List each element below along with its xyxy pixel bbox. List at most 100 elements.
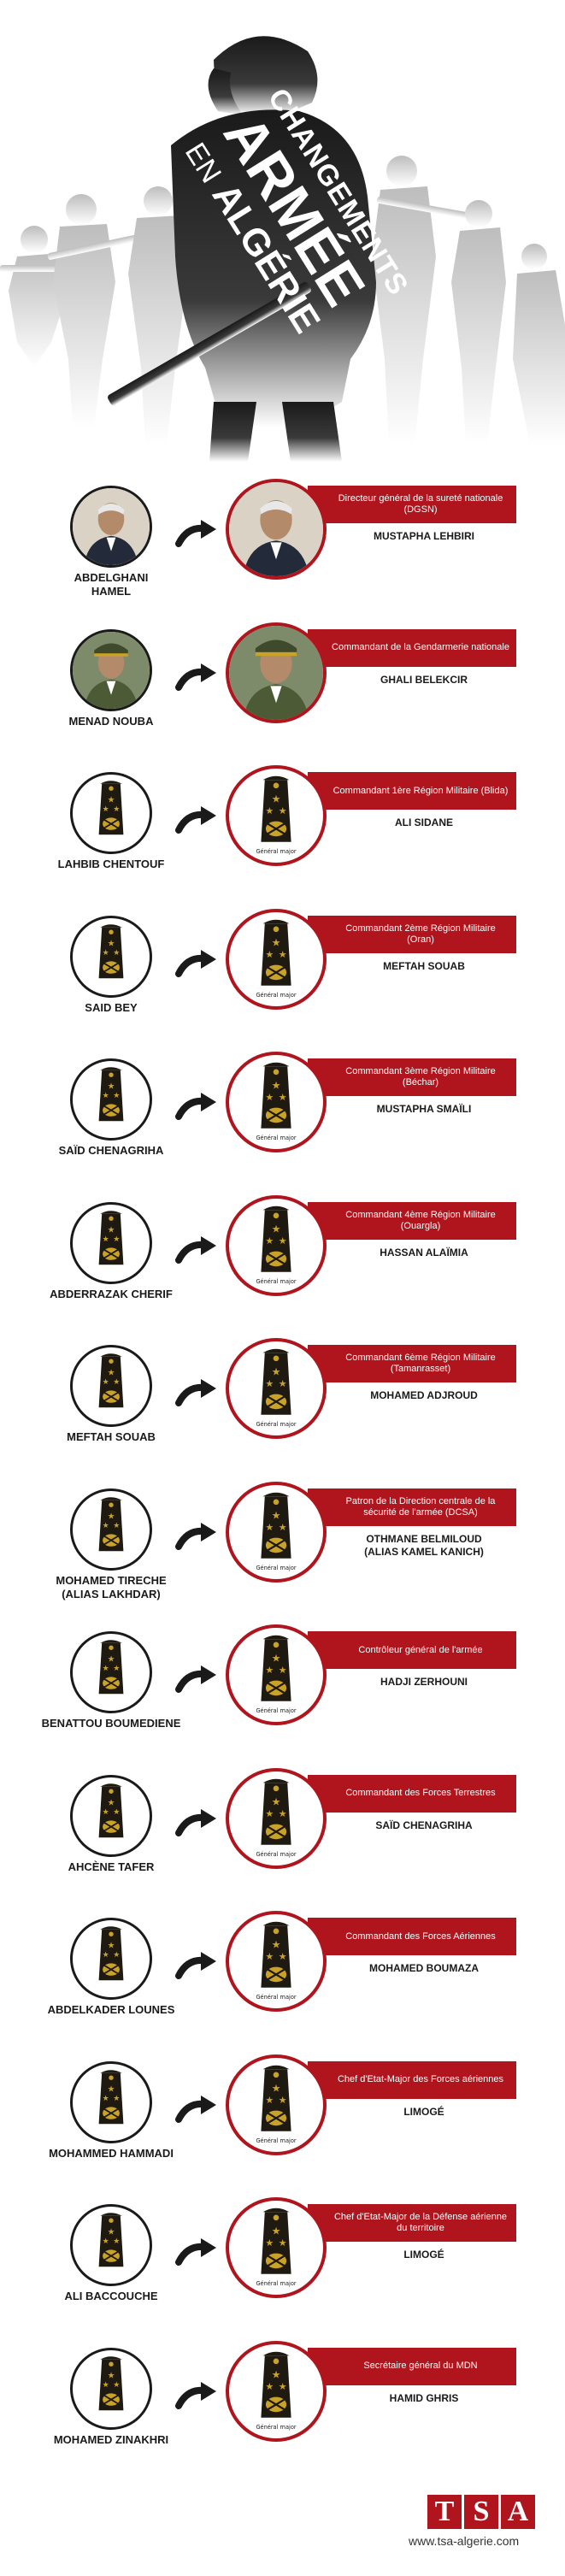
logo-letter-s: S [464,2495,498,2529]
previous-holder-avatar [70,628,152,711]
previous-holder-name: ALI BACCOUCHE [64,2290,158,2302]
new-holder-name: MOHAMED ADJROUD [370,1389,478,1401]
curved-arrow-icon [175,1235,216,1264]
svg-text:★: ★ [272,1366,281,1378]
svg-text:★: ★ [108,1512,115,1521]
svg-text:★: ★ [265,2380,274,2391]
svg-text:★: ★ [272,1653,281,1665]
new-holder-avatar: ★★★Général major [226,1338,327,1439]
portrait-photo [73,631,150,709]
svg-text:★: ★ [108,1654,115,1664]
svg-text:★: ★ [113,1808,120,1817]
general-major-epaulette-icon: ★★★Général major [256,1778,297,1858]
site-url[interactable]: www.tsa-algerie.com [409,2534,520,2548]
portrait-photo [229,625,323,720]
role-label: Chef d'Etat-Major des Forces aériennes [308,2060,516,2099]
svg-text:★: ★ [113,2237,120,2246]
previous-holder-avatar: ★★★ [70,772,152,854]
previous-holder-name: BENATTOU BOUMEDIENE [41,1717,181,1730]
general-major-epaulette-icon: ★★★Général major [256,2208,297,2287]
svg-text:★: ★ [272,1080,281,1092]
general-major-epaulette-icon: ★★★Général major [256,1492,297,1571]
general-major-epaulette-icon: ★★★Général major [256,919,297,999]
svg-text:★: ★ [279,1092,287,1103]
replacement-arrow [175,520,218,553]
role-label: Contrôleur général de l'armée [308,1631,516,1669]
replacement-arrow [175,2095,218,2129]
general-major-epaulette-icon: ★★★Général major [256,1348,297,1428]
epaulette-caption: Général major [256,1707,296,1714]
svg-text:★: ★ [272,1223,281,1235]
previous-holder-avatar: ★★★ [70,1631,152,1713]
svg-text:★: ★ [279,1521,287,1532]
role-label: Commandant 2ème Région Militaire (Oran) [308,915,516,953]
change-row: ★★★ LAHBIB CHENTOUF Commandant 1ère Région… [0,765,565,909]
role-label: Secrétaire général du MDN [308,2347,516,2385]
role-label: Commandant des Forces Terrestres [308,1774,516,1813]
role-label: Directeur général de la sureté nationale… [308,486,516,523]
replacement-arrow [175,663,218,697]
svg-text:★: ★ [103,2237,109,2246]
svg-text:★: ★ [279,1235,287,1246]
epaulette-caption: Général major [256,1994,296,2001]
svg-text:★: ★ [279,1665,287,1676]
replacement-arrow [175,2238,218,2272]
svg-text:★: ★ [265,2237,274,2249]
previous-holder-name: LAHBIB CHENTOUF [57,858,165,870]
portrait-photo [73,488,150,565]
general-major-epaulette-icon: ★★★Général major [256,1062,297,1141]
curved-arrow-icon [175,949,216,977]
svg-text:★: ★ [265,1092,274,1103]
tsa-logo[interactable]: T S A [427,2495,535,2529]
general-major-epaulette-icon: ★★★ [98,2069,124,2124]
svg-text:★: ★ [265,1951,274,1962]
svg-text:★: ★ [265,1378,274,1389]
new-holder-avatar: ★★★Général major [226,1911,327,2012]
epaulette-caption: Général major [256,1421,296,1428]
previous-holder-avatar: ★★★ [70,1488,152,1571]
general-major-epaulette-icon: ★★★ [98,2213,124,2267]
svg-text:★: ★ [108,1798,115,1807]
general-major-epaulette-icon: ★★★Général major [256,1635,297,1714]
svg-text:★: ★ [103,2095,109,2103]
previous-holder-name: SAID BEY [85,1000,138,1014]
epaulette-caption: Général major [256,1851,296,1858]
previous-holder-avatar [70,486,152,568]
new-holder-avatar: ★★★Général major [226,1767,327,1869]
general-major-epaulette-icon: ★★★Général major [256,1921,297,2001]
logo-letter-a: A [501,2495,535,2529]
svg-text:★: ★ [272,936,281,948]
svg-text:★: ★ [108,2371,115,2380]
change-row: ★★★ ABDELKADER LOUNES Commandant des Force… [0,1911,565,2054]
new-holder-avatar [226,622,327,723]
epaulette-caption: Général major [256,2137,296,2144]
curved-arrow-icon [175,2095,216,2123]
previous-holder-avatar: ★★★ [70,1201,152,1284]
svg-text:★: ★ [265,1665,274,1676]
general-major-epaulette-icon: ★★★ [98,1067,124,1122]
role-label: Commandant de la Gendarmerie nationale [308,628,516,667]
role-label: Commandant 1ère Région Militaire (Blida) [308,772,516,810]
svg-text:★: ★ [265,1235,274,1246]
svg-text:★: ★ [113,1951,120,1960]
role-label: Commandant des Forces Aériennes [308,1918,516,1955]
replacement-arrow [175,806,218,840]
replacement-arrow [175,1379,218,1412]
svg-text:★: ★ [265,1521,274,1532]
role-label: Chef d'Etat-Major de la Défense aérienne… [308,2204,516,2242]
previous-holder-name: ABDELKADER LOUNES [47,2003,175,2016]
svg-text:★: ★ [272,793,281,805]
new-holder-name: MOHAMED BOUMAZA [369,1962,479,1974]
previous-holder-avatar: ★★★ [70,1918,152,2000]
new-holder-name: ALI SIDANE [394,816,453,828]
epaulette-caption: Général major [256,848,296,855]
new-holder-name: HADJI ZERHOUNI [380,1676,468,1688]
svg-text:★: ★ [103,1665,109,1673]
replacement-arrow [175,1808,218,1842]
general-major-epaulette-icon: ★★★ [98,781,124,835]
